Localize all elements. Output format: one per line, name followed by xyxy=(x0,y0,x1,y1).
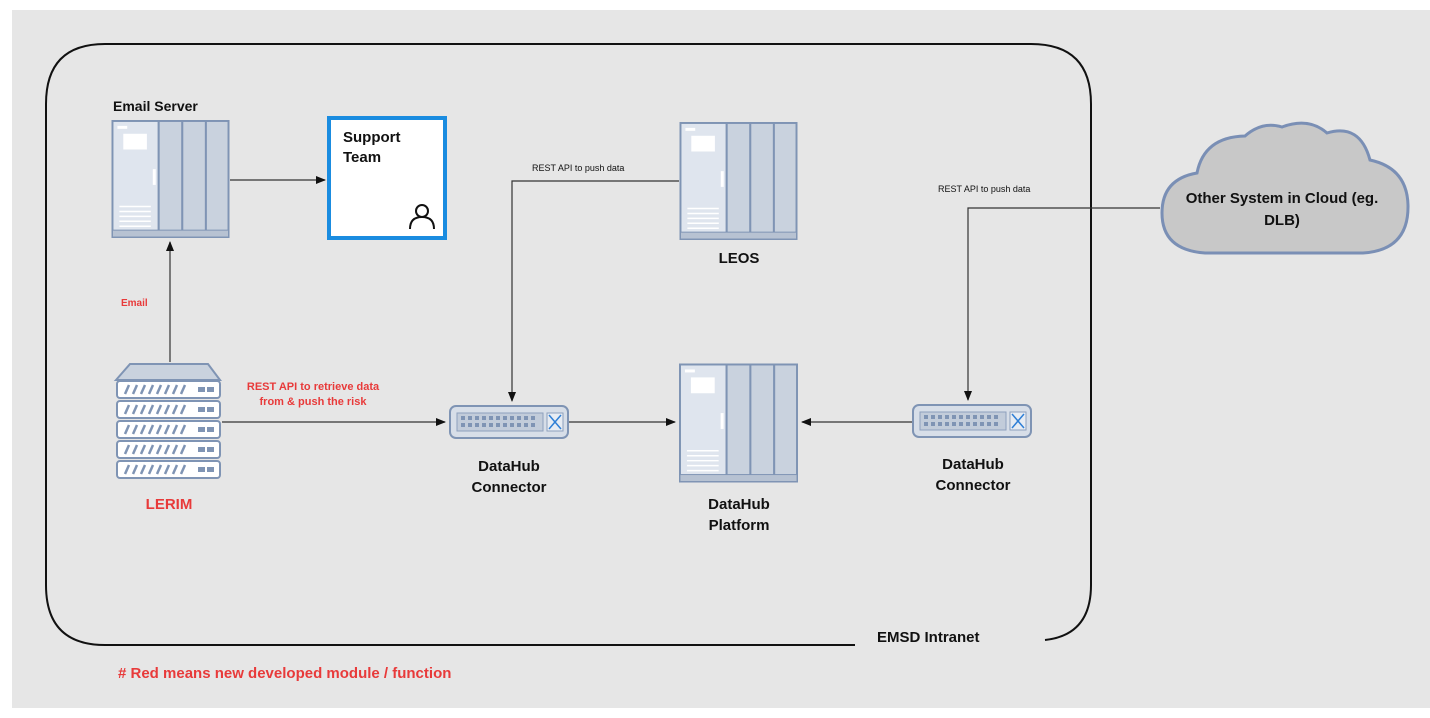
connector-left-label: DataHub Connector xyxy=(471,458,547,496)
connector-right-label: DataHub Connector xyxy=(935,456,1011,494)
cloud-label: Other System in Cloud (eg. DLB) xyxy=(1185,190,1379,229)
edge-label-rest-lerim: REST API to retrieve data from & push th… xyxy=(246,381,380,408)
leos-server-icon[interactable] xyxy=(679,122,798,240)
support-team-label: Support Team xyxy=(343,129,401,166)
edge-label-rest-leos: REST API to push data xyxy=(532,163,625,173)
container-label: EMSD Intranet xyxy=(877,629,980,646)
edge-cloud-to-connector xyxy=(964,207,1160,401)
email-server-label: Email Server xyxy=(113,98,198,114)
legend-note: # Red means new developed module / funct… xyxy=(118,665,452,682)
connector-left-icon[interactable] xyxy=(449,405,569,439)
edge-label-email: Email xyxy=(121,298,148,309)
lerim-rack-icon[interactable] xyxy=(113,363,222,479)
user-icon xyxy=(409,204,435,230)
connector-right-icon[interactable] xyxy=(912,404,1032,438)
datahub-platform-icon[interactable] xyxy=(679,363,798,483)
lerim-label: LERIM xyxy=(145,496,193,513)
leos-label: LEOS xyxy=(718,250,760,267)
intranet-boundary xyxy=(45,43,1092,646)
email-server-icon[interactable] xyxy=(111,120,230,238)
platform-label: DataHub Platform xyxy=(708,496,770,534)
edge-leos-to-connector xyxy=(508,180,679,402)
edge-label-rest-cloud: REST API to push data xyxy=(938,184,1031,194)
cloud-icon[interactable] xyxy=(1160,121,1410,255)
